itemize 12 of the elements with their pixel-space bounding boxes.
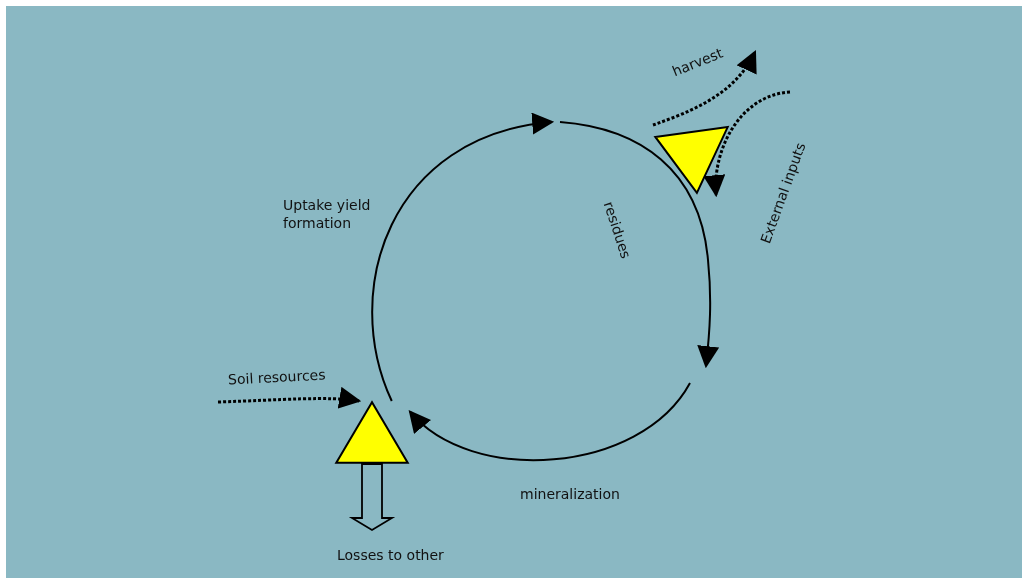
triangle-symbol <box>653 125 730 195</box>
edge-label: mineralization <box>520 485 620 503</box>
curved-arrow <box>408 382 691 462</box>
dotted-arrow <box>652 50 757 127</box>
triangle-symbol <box>334 401 410 464</box>
edge-label: Uptake yield formation <box>283 196 372 232</box>
dotted-arrow <box>704 90 791 198</box>
edge-label: Soil resources <box>227 365 326 389</box>
hollow-arrow <box>348 463 396 532</box>
edge-label: Losses to other <box>337 546 444 564</box>
curved-arrow <box>371 114 555 402</box>
dotted-arrow <box>217 387 362 410</box>
